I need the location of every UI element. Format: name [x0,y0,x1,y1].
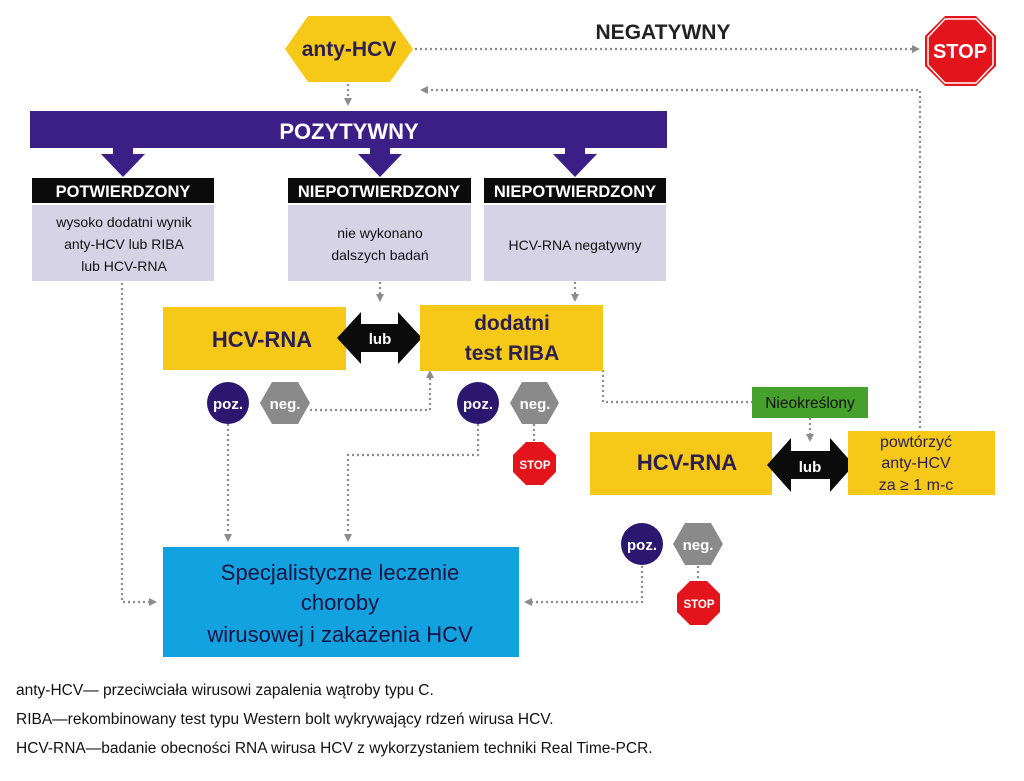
legend-riba: RIBA—rekombinowany test typu Western bol… [16,711,554,728]
treatment-label-line: Specjalistyczne leczenie [221,560,459,585]
confirmed-header [32,178,214,203]
or-label-2: lub [799,459,822,476]
connector-riba-to-undetermined [601,370,752,404]
unconfirmed2-header-label: NIEPOTWIERDZONY [494,183,656,201]
confirmed-text-line: lub HCV-RNA [81,258,167,274]
confirmed-text-line: wysoko dodatni wynik [55,214,192,230]
connector-poz2-to-treatment [344,424,480,542]
stop-sign-main: STOP [925,16,996,86]
repeat-label-line: za ≥ 1 m-c [879,477,954,494]
hcv-rna-label-2: HCV-RNA [637,450,737,475]
neg-label-3: neg. [683,537,714,554]
poz-label-3: poz. [627,537,657,554]
legend-anti-hcv: anty-HCV— przeciwciała wirusowi zapaleni… [16,682,434,699]
poz-circle-3 [621,523,663,565]
connector-poz3-to-treatment [524,566,644,606]
hcv-rna-label-1: HCV-RNA [212,327,312,352]
unconfirmed1-text-line: nie wykonano [337,225,423,241]
poz-label-1: poz. [213,396,243,413]
hcv-rna-box-1 [163,307,346,370]
connector-neg1-to-riba [310,370,434,412]
neg-hexagon-2 [510,382,559,424]
stop-label-small-1: STOP [519,460,550,472]
poz-circle-1 [207,382,249,424]
stop-label-main: STOP [933,41,987,63]
hcv-diagnostic-flowchart: anty-HCV NEGATYWNY STOP POZYTYWNY POTWIE… [30,16,996,657]
treatment-box [163,547,519,657]
unconfirmed1-text-line: dalszych badań [331,247,428,263]
riba-box [420,305,603,371]
neg-hexagon-3 [673,523,723,565]
unconfirmed2-box [484,205,666,281]
hcv-rna-box-2 [590,432,772,495]
connector-confirmed-to-treatment [120,283,157,606]
legend-hcv-rna: HCV-RNA—badanie obecności RNA wirusa HCV… [16,740,653,757]
riba-label-line: dodatni [474,312,550,335]
stop-label-small-2: STOP [683,599,714,611]
riba-label-line: test RIBA [465,342,560,365]
or-label-1: lub [369,331,392,348]
poz-label-2: poz. [463,396,493,413]
poz-circle-2 [457,382,499,424]
positive-band [30,111,667,148]
confirmed-header-label: POTWIERDZONY [56,183,191,201]
anti-hcv-label: anty-HCV [302,38,397,61]
repeat-label-line: powtórzyć [880,434,952,451]
treatment-label-line: wirusowej i zakażenia HCV [206,622,473,647]
confirmed-text-line: anty-HCV lub RIBA [64,236,184,252]
confirmed-box [32,205,214,281]
unconfirmed1-box [288,205,471,281]
stop-sign-small-2: STOP [677,581,720,625]
or-double-arrow-2 [767,438,854,492]
negative-label: NEGATYWNY [596,21,731,44]
treatment-label-line: choroby [301,590,379,615]
positive-branch-arrows [101,146,597,177]
neg-hexagon-1 [260,382,310,424]
positive-label: POZYTYWNY [279,119,419,144]
repeat-box [848,431,995,495]
undetermined-label: Nieokreślony [765,395,855,412]
or-double-arrow-1 [337,312,422,364]
undetermined-box [752,387,868,418]
unconfirmed1-header [288,178,471,203]
unconfirmed2-text-line: HCV-RNA negatywny [508,237,641,253]
stop-sign-small-1: STOP [513,442,556,485]
neg-label-2: neg. [520,396,551,413]
anti-hcv-node [285,16,413,82]
unconfirmed1-header-label: NIEPOTWIERDZONY [298,183,460,201]
unconfirmed2-header [484,178,666,203]
neg-label-1: neg. [270,396,301,413]
connector-repeat-return [420,86,922,428]
repeat-label-line: anty-HCV [881,455,951,472]
